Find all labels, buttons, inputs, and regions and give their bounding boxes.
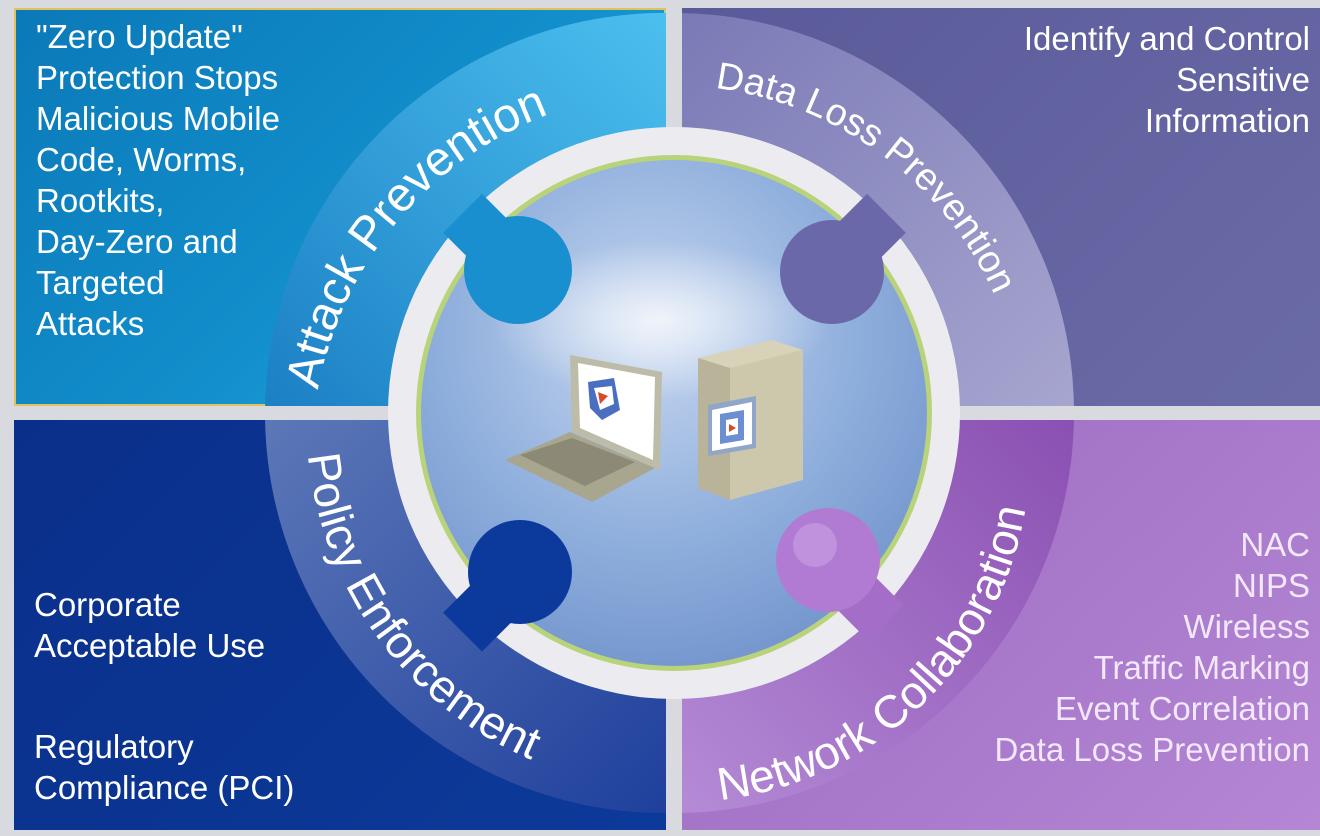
text-line: "Zero Update"	[36, 18, 243, 55]
text-line: Information	[1144, 102, 1310, 139]
text-line: NAC	[1240, 526, 1310, 563]
text-line: Event Correlation	[1055, 690, 1310, 727]
connector-policy	[443, 520, 572, 652]
data-loss-description: Identify and Control Sensitive Informati…	[1024, 18, 1310, 141]
text-line: Sensitive	[1176, 61, 1310, 98]
text-line: Corporate	[34, 586, 181, 623]
laptop-icon	[505, 355, 662, 502]
text-line: Targeted	[36, 264, 165, 301]
text-line: Malicious Mobile	[36, 100, 280, 137]
text-line: Compliance (PCI)	[34, 769, 295, 806]
text-line: Code, Worms,	[36, 141, 247, 178]
text-line: Data Loss Prevention	[994, 731, 1310, 768]
text-line: Day-Zero and	[36, 223, 238, 260]
text-line: Wireless	[1183, 608, 1310, 645]
connector-attack	[443, 193, 572, 324]
text-line: Regulatory	[34, 728, 194, 765]
text-line: Identify and Control	[1023, 20, 1310, 57]
text-line: Acceptable Use	[34, 627, 266, 664]
network-description: NAC NIPS Wireless Traffic Marking Event …	[994, 524, 1310, 770]
connector-network	[776, 508, 904, 641]
attack-prevention-description: "Zero Update" Protection Stops Malicious…	[36, 16, 280, 344]
text-line: Traffic Marking	[1093, 649, 1310, 686]
policy-description-group-1: Corporate Acceptable Use	[34, 584, 265, 666]
server-icon	[698, 340, 803, 500]
text-line: Protection Stops	[36, 59, 279, 96]
policy-description-group-2: Regulatory Compliance (PCI)	[34, 726, 294, 808]
connector-data-loss	[780, 193, 906, 324]
text-line: Rootkits,	[36, 182, 165, 219]
text-line: NIPS	[1232, 567, 1310, 604]
text-line: Attacks	[36, 305, 145, 342]
